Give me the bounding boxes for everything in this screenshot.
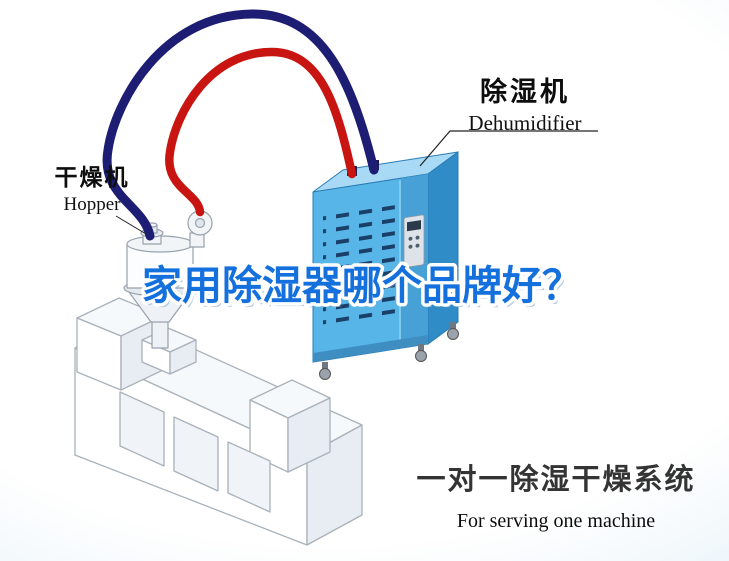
- front-panel-2: [173, 416, 219, 492]
- vent-grille: [323, 199, 395, 329]
- front-panel-3: [227, 441, 271, 513]
- caster-stem: [322, 362, 328, 370]
- hopper-drawing: [123, 210, 213, 349]
- footer-subtitle: For serving one machine: [456, 510, 656, 532]
- dehumidifier-drawing: [312, 151, 459, 380]
- front-panel-1: [119, 391, 165, 467]
- hopper-label-zh: 干燥机: [54, 164, 130, 190]
- blower-hub: [194, 217, 206, 229]
- control-display: [407, 220, 421, 232]
- hopper-leader-line: [115, 215, 147, 235]
- feed-block-side: [169, 339, 197, 375]
- return-pipe-red: [165, 47, 357, 217]
- dehumidifier-leader-line: [419, 130, 598, 167]
- end-cabinet-side: [287, 397, 331, 473]
- caster-stem: [450, 322, 456, 330]
- control-button: [408, 244, 413, 249]
- control-button: [415, 235, 420, 240]
- caster-wheel: [319, 368, 331, 380]
- control-button: [408, 236, 413, 241]
- pipes: [102, 9, 379, 241]
- caster-wheel: [447, 328, 459, 340]
- caster-wheel: [415, 350, 427, 362]
- dehumidifier-label: 除湿机 Dehumidifier: [444, 70, 606, 136]
- leader-lines: [115, 130, 598, 235]
- dehumidifier-label-zh: 除湿机: [480, 77, 570, 107]
- headline-group: 家用除湿器哪个品牌好？ 家用除湿器哪个品牌好？: [139, 261, 586, 313]
- hopper-label: 干燥机 Hopper: [34, 158, 150, 216]
- extruder-drawing: [74, 297, 363, 546]
- hopper-label-en: Hopper: [63, 194, 121, 215]
- cabinet-base-strip: [313, 334, 428, 363]
- headline-text: 家用除湿器哪个品牌好？: [142, 264, 582, 308]
- caster-stem: [418, 344, 424, 352]
- supply-pipe-blue: [102, 9, 379, 241]
- hopper-outlet-tube: [151, 319, 169, 349]
- headline-shadow: 家用除湿器哪个品牌好？: [145, 268, 585, 312]
- footer-caption: 一对一除湿干燥系统 For serving one machine: [408, 456, 704, 533]
- cabinet-side-face: [427, 151, 459, 345]
- footer-title: 一对一除湿干燥系统: [416, 464, 696, 496]
- dehumidifier-label-en: Dehumidifier: [468, 111, 582, 135]
- control-button: [415, 243, 420, 248]
